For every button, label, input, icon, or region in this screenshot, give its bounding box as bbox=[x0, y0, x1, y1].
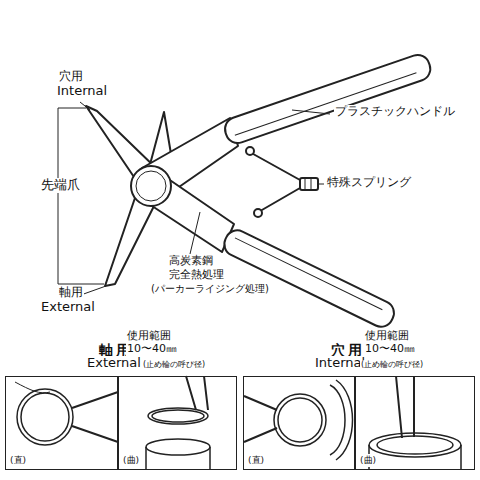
spring-pin bbox=[246, 147, 254, 155]
bore bbox=[330, 380, 353, 460]
part-label: 軸用 bbox=[58, 286, 84, 300]
part-label: Internal bbox=[56, 84, 108, 99]
part-label: プラスチックハンドル bbox=[334, 105, 456, 119]
handle-edge bbox=[235, 238, 382, 310]
material-note: 完全熱処理 bbox=[168, 269, 225, 282]
view-label: (曲) bbox=[122, 454, 140, 467]
leader-line bbox=[190, 212, 200, 254]
view-label: (曲) bbox=[359, 454, 377, 467]
plier-body bbox=[15, 382, 50, 393]
material-note: (パーカーライジング処理) bbox=[150, 283, 270, 295]
material-note: 高炭素鋼 bbox=[168, 255, 214, 268]
snap-ring bbox=[377, 436, 453, 454]
part-label: 穴用 bbox=[58, 70, 84, 84]
part-label: 先端爪 bbox=[40, 178, 81, 193]
shaft bbox=[146, 447, 210, 470]
usage-panel: (曲) bbox=[118, 376, 237, 470]
snap-ring bbox=[17, 389, 73, 445]
leader-line bbox=[319, 184, 324, 185]
bracket bbox=[58, 108, 104, 284]
view-label: (直) bbox=[247, 454, 265, 467]
snap-ring bbox=[152, 410, 204, 422]
spring-coil bbox=[311, 178, 312, 190]
range-label: 使用範囲 bbox=[126, 330, 172, 343]
view-label: (直) bbox=[9, 454, 27, 467]
part-label: 特殊スプリング bbox=[326, 176, 412, 190]
plier-tips bbox=[186, 376, 208, 410]
spring-coil bbox=[300, 178, 318, 190]
range-label: 10〜40㎜ bbox=[364, 343, 416, 356]
leader-line bbox=[292, 110, 330, 114]
plastic-handle bbox=[222, 52, 434, 147]
plier-tips bbox=[396, 376, 414, 438]
range-note: (止め輪の呼び径) bbox=[142, 360, 206, 369]
shaft bbox=[146, 439, 210, 455]
part-label: External bbox=[40, 300, 96, 315]
range-label: 10〜40㎜ bbox=[126, 343, 178, 356]
snap-ring bbox=[274, 394, 326, 446]
pivot bbox=[131, 166, 171, 206]
bore bbox=[369, 445, 461, 470]
handle-edge bbox=[235, 73, 417, 136]
range-note: (止め輪の呼び径) bbox=[360, 360, 424, 369]
snap-ring bbox=[148, 408, 208, 424]
usage-panel: (直) bbox=[5, 376, 118, 470]
usage-panel: (曲) bbox=[355, 376, 475, 470]
spring-coil bbox=[305, 178, 306, 190]
section-heading: External bbox=[86, 356, 142, 371]
pivot-inner bbox=[136, 171, 166, 201]
plier-tips bbox=[72, 392, 118, 442]
range-label: 使用範囲 bbox=[364, 330, 410, 343]
spring-pin bbox=[254, 209, 262, 217]
leader-line bbox=[80, 102, 90, 110]
plier-tips bbox=[244, 396, 277, 442]
snap-ring bbox=[21, 393, 69, 441]
usage-panel: (直) bbox=[243, 376, 355, 470]
plastic-handle bbox=[220, 226, 398, 330]
snap-ring bbox=[278, 398, 322, 442]
spring-wire bbox=[246, 150, 300, 214]
section-heading: Internal bbox=[314, 356, 366, 371]
